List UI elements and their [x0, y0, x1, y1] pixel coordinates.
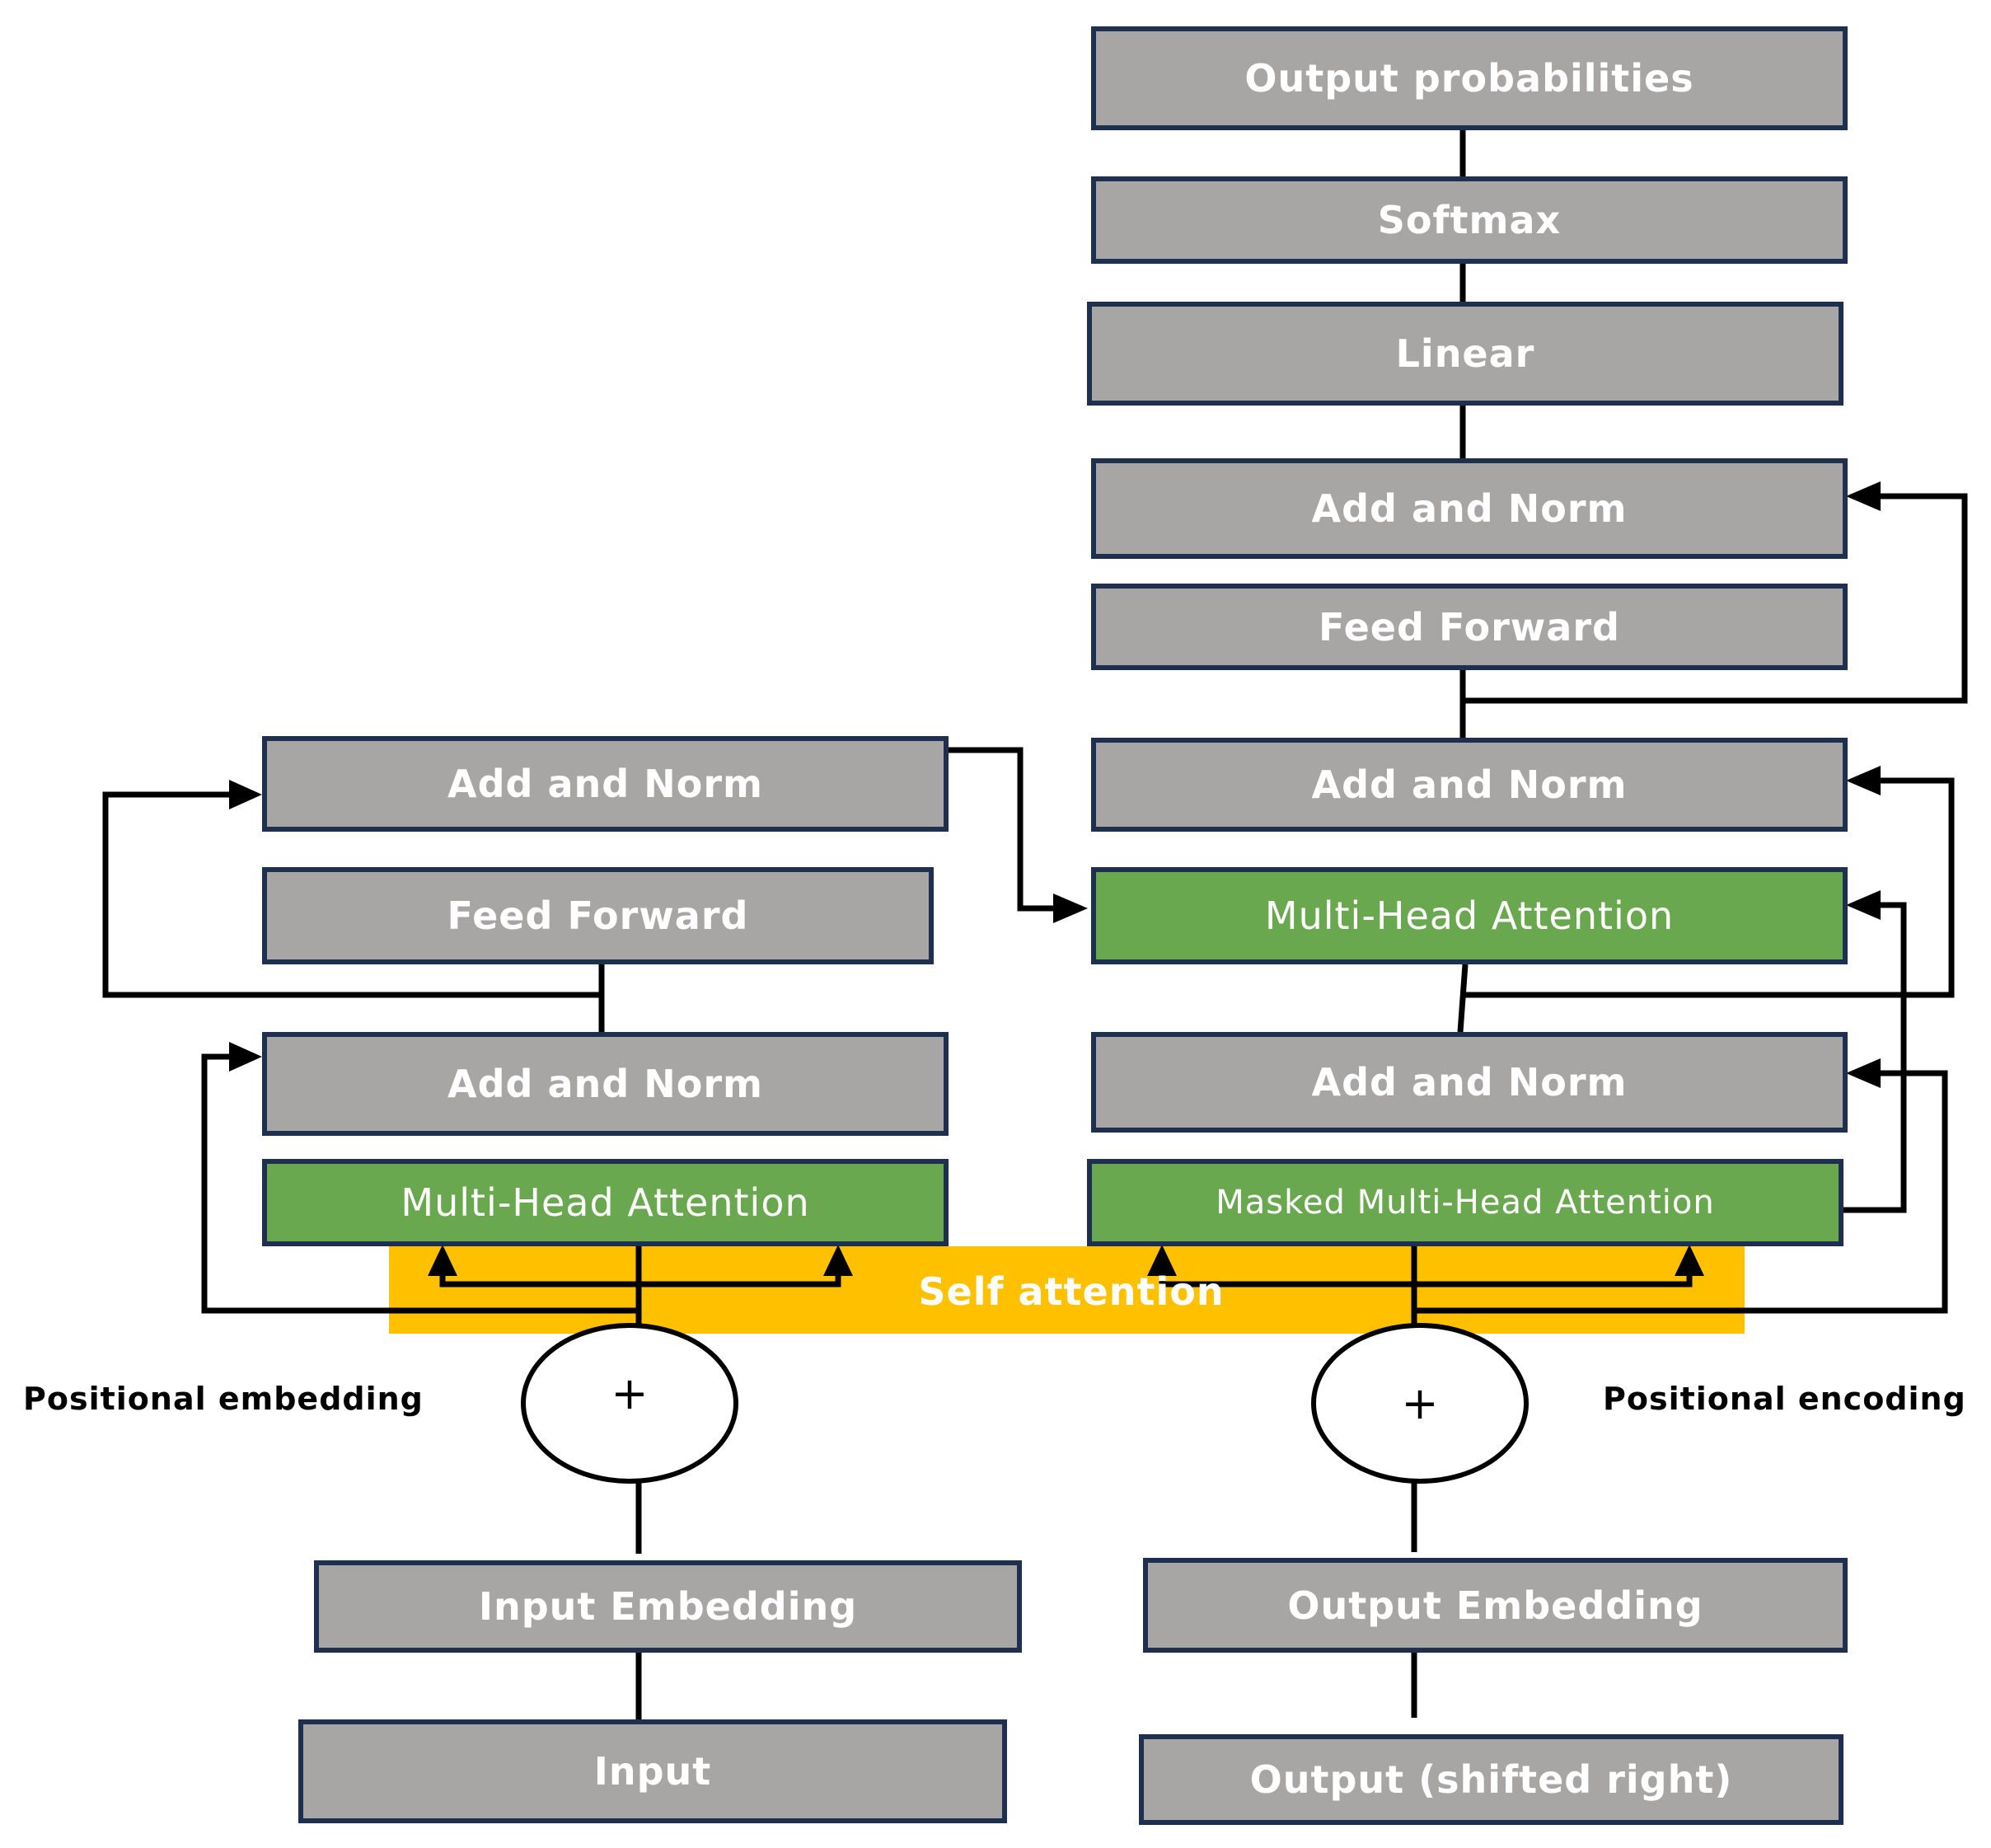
arrowhead-decoder-v	[1675, 1245, 1704, 1276]
positional-encoding-label: Positional encoding	[1603, 1381, 1966, 1417]
residual-encoder-ff	[102, 791, 602, 998]
output-embedding-label: Output Embedding	[1287, 1583, 1703, 1628]
decoder-feed-forward-label: Feed Forward	[1319, 604, 1620, 650]
arrowhead-encoder-v	[823, 1245, 853, 1276]
output-embedding: Output Embedding	[1143, 1558, 1848, 1653]
self-attention-band	[389, 1246, 1745, 1334]
encoder-add-norm-bottom-label: Add and Norm	[447, 1062, 763, 1106]
encoder-add-norm-bottom: Add and Norm	[262, 1032, 949, 1136]
arrowhead-encoder-to-decoder	[1053, 894, 1088, 923]
decoder-mha-label: Multi-Head Attention	[1264, 894, 1675, 938]
arrowhead-encoder-q	[428, 1245, 457, 1276]
decoder-linear: Linear	[1087, 302, 1843, 406]
arrowhead-decoder-q	[1147, 1245, 1177, 1276]
arrowhead-decoder-ff	[1846, 481, 1881, 511]
encoder-feed-forward: Feed Forward	[262, 867, 934, 964]
decoder-plus-sign: +	[1401, 1377, 1439, 1429]
encoder-add-norm-top-label: Add and Norm	[447, 762, 763, 806]
decoder-add-norm-bottom: Add and Norm	[1091, 1032, 1848, 1133]
decoder-feed-forward: Feed Forward	[1091, 584, 1848, 670]
encoder-add-norm-top: Add and Norm	[262, 736, 949, 832]
output-shifted-right-label: Output (shifted right)	[1249, 1757, 1733, 1802]
input-label: Input	[593, 1749, 712, 1794]
residual-encoder-input	[201, 1053, 639, 1314]
input-embedding: Input Embedding	[314, 1560, 1022, 1653]
encoder-multi-head-attention: Multi-Head Attention	[262, 1159, 949, 1246]
residual-decoder-mha	[1465, 777, 1955, 998]
decoder-masked-multi-head-attention: Masked Multi-Head Attention	[1087, 1159, 1843, 1246]
connector-mha-addnorm	[1457, 964, 1469, 1033]
encoder-positional-add-circle: +	[521, 1323, 738, 1484]
connector-masked-to-mha	[1841, 902, 1907, 1213]
arrowhead-decoder-mha	[1846, 766, 1881, 795]
decoder-output-probabilities: Output probabilities	[1091, 26, 1848, 130]
encoder-plus-sign: +	[611, 1367, 649, 1419]
output-probabilities-label: Output probabilities	[1244, 56, 1694, 101]
decoder-softmax: Softmax	[1091, 176, 1848, 264]
linear-label: Linear	[1395, 331, 1535, 376]
softmax-label: Softmax	[1377, 198, 1562, 242]
output-shifted-right: Output (shifted right)	[1139, 1734, 1843, 1825]
arrowhead-decoder-input	[1846, 1058, 1881, 1088]
residual-decoder-input	[1414, 1070, 1948, 1314]
positional-embedding-label: Positional embedding	[23, 1381, 424, 1417]
input-embedding-label: Input Embedding	[478, 1584, 858, 1629]
decoder-add-norm-middle: Add and Norm	[1091, 738, 1848, 832]
decoder-add-norm-top-label: Add and Norm	[1311, 486, 1628, 531]
arrowhead-encoder-ff	[229, 780, 262, 809]
residual-decoder-ff	[1463, 493, 1968, 704]
self-attention-label: Self attention	[918, 1269, 1225, 1314]
encoder-mha-label: Multi-Head Attention	[401, 1180, 810, 1225]
decoder-add-norm-bottom-label: Add and Norm	[1311, 1060, 1628, 1105]
connector-encoder-to-decoder	[948, 747, 1053, 912]
decoder-add-norm-top: Add and Norm	[1091, 458, 1848, 559]
encoder-feed-forward-label: Feed Forward	[447, 894, 749, 938]
input-box: Input	[298, 1719, 1007, 1823]
decoder-positional-add-circle: +	[1311, 1323, 1529, 1484]
decoder-add-norm-middle-label: Add and Norm	[1311, 762, 1628, 807]
decoder-multi-head-attention: Multi-Head Attention	[1091, 867, 1848, 964]
arrowhead-masked-to-mha	[1846, 890, 1881, 920]
masked-mha-label: Masked Multi-Head Attention	[1216, 1184, 1715, 1222]
arrowhead-encoder-input	[229, 1042, 262, 1072]
